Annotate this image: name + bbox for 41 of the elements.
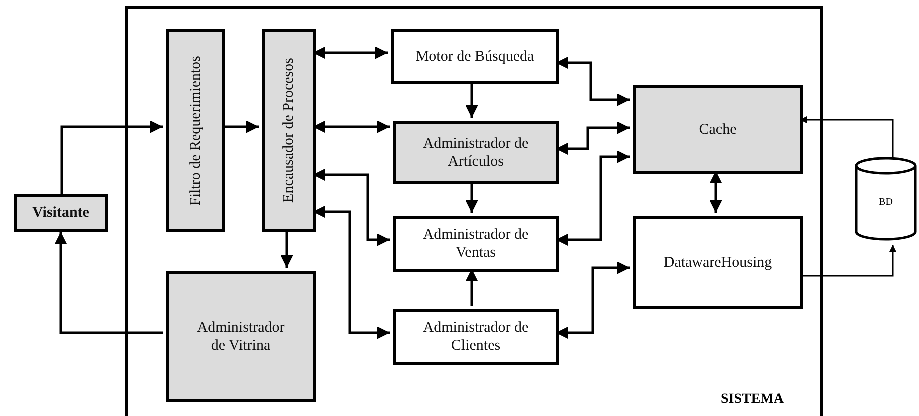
process-box bbox=[14, 194, 108, 232]
arrow bbox=[222, 120, 259, 134]
box-label: Filtro de Requerimientos bbox=[186, 56, 204, 206]
arrow bbox=[313, 46, 388, 60]
process-box bbox=[393, 309, 559, 365]
arrow bbox=[800, 245, 897, 277]
arrow bbox=[556, 122, 630, 156]
process-box bbox=[166, 271, 316, 402]
arrow bbox=[466, 181, 478, 213]
process-box bbox=[166, 29, 225, 232]
box-label: Administrador de Clientes bbox=[422, 319, 530, 355]
arrow bbox=[60, 120, 163, 194]
process-box bbox=[633, 216, 803, 309]
arrow bbox=[556, 262, 630, 340]
arrow bbox=[54, 232, 163, 334]
process-box bbox=[633, 85, 803, 174]
arrow bbox=[313, 206, 390, 340]
arrow bbox=[556, 150, 630, 246]
box-label: Motor de Búsqueda bbox=[416, 48, 534, 66]
process-box bbox=[393, 216, 559, 272]
box-label: Administrador de Artículos bbox=[422, 134, 530, 170]
database-label: BD bbox=[879, 196, 893, 208]
arrow bbox=[466, 269, 478, 306]
box-label: Encausador de Procesos bbox=[280, 58, 298, 203]
box-label: DatawareHousing bbox=[664, 254, 772, 272]
process-box bbox=[391, 29, 559, 84]
arrow bbox=[710, 171, 722, 213]
box-label: Visitante bbox=[32, 204, 90, 222]
arrow bbox=[280, 229, 294, 268]
arrow bbox=[800, 116, 894, 157]
arrow bbox=[313, 168, 390, 246]
box-label: Administrador de Vitrina bbox=[196, 318, 286, 354]
box-label: Cache bbox=[699, 120, 737, 138]
system-boundary bbox=[125, 6, 823, 416]
process-box bbox=[262, 29, 316, 232]
arrow bbox=[313, 120, 390, 134]
process-box bbox=[393, 121, 559, 184]
system-label: SISTEMA bbox=[720, 392, 784, 408]
arrow bbox=[466, 81, 478, 118]
box-label: Administrador de Ventas bbox=[422, 226, 530, 262]
arrow bbox=[556, 56, 630, 106]
